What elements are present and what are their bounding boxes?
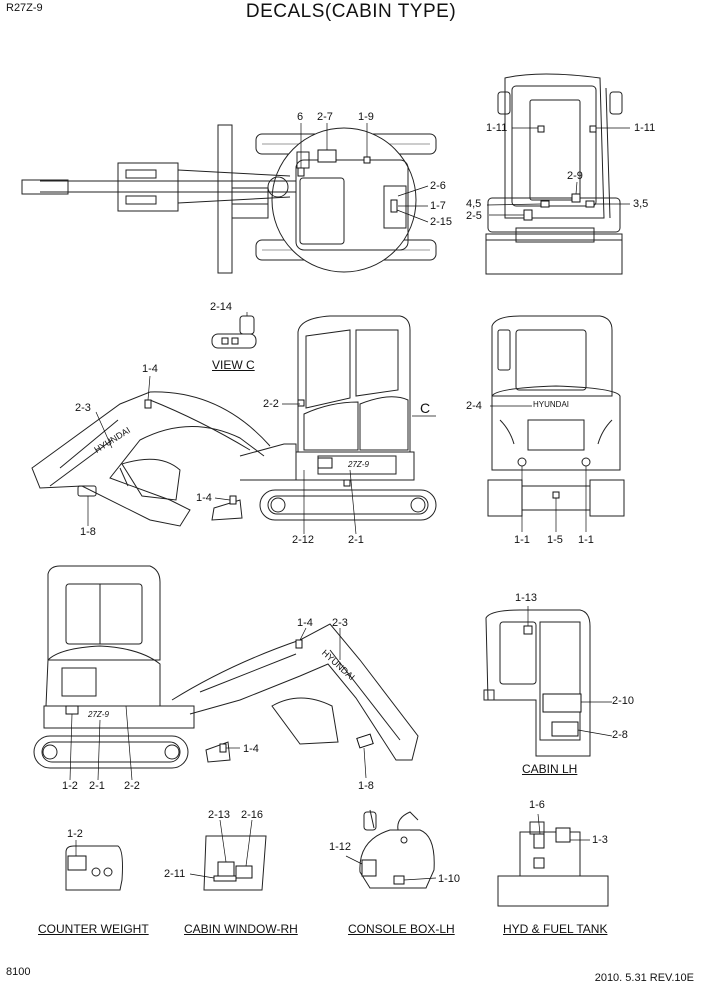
callout-top-2-6: 2-6 [430,180,446,192]
callout-top-6: 6 [297,111,304,123]
hyd-fuel-tank-caption: HYD & FUEL TANK [503,922,608,936]
callout-rear-4-5: 4,5 [466,198,482,210]
callout-cab-2-10: 2-10 [612,695,635,707]
callout-side-1-8: 1-8 [80,526,96,538]
callout-back-1-1-left: 1-1 [514,534,530,546]
callout-lside-2-1: 2-1 [89,780,105,792]
callout-lside-1-2: 1-2 [62,780,78,792]
brand-hyundai-back: HYUNDAI [533,400,570,409]
callout-rear-2-9: 2-9 [567,170,583,182]
revision-date: 2010. 5.31 REV.10E [594,972,694,984]
callout-rear-3-5: 3,5 [633,198,649,210]
cabin-window-rh-view [189,819,267,891]
callout-lside-2-3: 2-3 [332,617,348,629]
callout-side-2-2: 2-2 [263,398,279,410]
counter-weight-view [65,840,123,891]
callout-cw-1-2: 1-2 [67,828,83,840]
callout-side-2-12: 2-12 [292,534,315,546]
callout-win-2-16: 2-16 [241,809,264,821]
callout-side-1-4: 1-4 [142,363,158,375]
page-title: DECALS(CABIN TYPE) [245,1,457,22]
callout-top-2-15: 2-15 [430,216,453,228]
callout-con-1-12: 1-12 [329,841,352,853]
cabin-window-rh-caption: CABIN WINDOW-RH [184,922,298,936]
left-side-view-excavator [33,565,419,769]
page-number: 8100 [6,966,31,978]
callout-rear-1-11-left: 1-11 [486,122,508,134]
callout-rear-2-5: 2-5 [466,210,482,222]
callout-c: C [420,400,431,416]
callout-side-2-1: 2-1 [348,534,364,546]
cabin-lh-view [483,609,591,757]
callout-2-14: 2-14 [210,301,233,313]
counter-weight-caption: COUNTER WEIGHT [38,922,149,936]
callout-back-1-5: 1-5 [547,534,563,546]
callout-lside-1-8: 1-8 [358,780,374,792]
callout-tank-1-6: 1-6 [529,799,545,811]
callout-lside-1-4-dozer: 1-4 [243,743,259,755]
callout-lside-1-4: 1-4 [297,617,313,629]
top-view-leaders [300,123,429,223]
rear-view-excavator [485,73,623,275]
model-badge-left: 27Z-9 [88,710,109,719]
callout-con-1-10: 1-10 [438,873,461,885]
cabin-lh-leaders [527,606,613,737]
back-view-excavator [487,315,625,517]
model-badge-right: 27Z-9 [348,460,369,469]
console-box-lh-view [345,809,437,889]
callout-tank-1-3: 1-3 [592,834,608,846]
cabin-lh-caption: CABIN LH [522,762,578,776]
callout-cab-2-8: 2-8 [612,729,628,741]
right-side-view-excavator [31,315,437,527]
callout-win-2-13: 2-13 [208,809,231,821]
callout-rear-1-11-right: 1-11 [634,122,656,134]
callout-win-2-11: 2-11 [164,868,186,880]
left-side-view-leaders [69,627,367,781]
callout-back-1-1-right: 1-1 [578,534,594,546]
callout-side-1-4-dozer: 1-4 [196,492,212,504]
callout-back-2-4: 2-4 [466,400,482,412]
callout-top-1-7: 1-7 [430,200,446,212]
hyd-fuel-tank-view [497,813,609,907]
rear-view-leaders [486,127,630,216]
console-box-lh-caption: CONSOLE BOX-LH [348,922,455,936]
top-view-excavator [21,124,437,274]
back-view-leaders [490,405,587,532]
model-code: R27Z-9 [6,2,43,14]
view-c-detail [211,312,257,349]
callout-top-1-9: 1-9 [358,111,374,123]
callout-cab-1-13: 1-13 [515,592,538,604]
callout-lside-2-2: 2-2 [124,780,140,792]
right-side-view-leaders [87,375,436,535]
view-c-caption: VIEW C [212,358,255,372]
callout-top-2-7: 2-7 [317,111,333,123]
callout-side-2-3: 2-3 [75,402,91,414]
